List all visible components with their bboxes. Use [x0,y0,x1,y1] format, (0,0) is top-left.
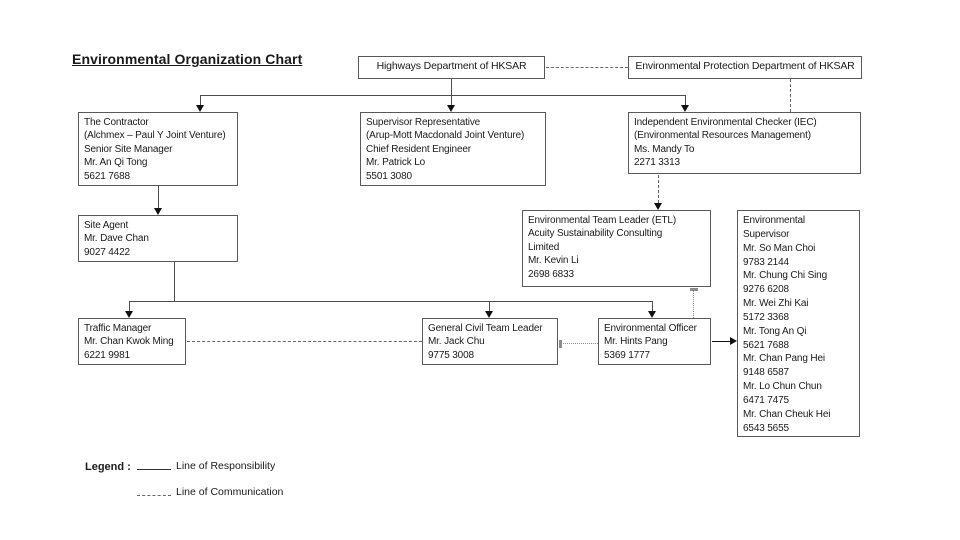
legend-communication-text: Line of Communication [176,486,284,498]
box-text-line: Environmental Protection Department of H… [635,60,855,72]
org-box-environmental-protection-department: Environmental Protection Department of H… [628,56,862,79]
connector-to-traffic-manager-line [129,301,130,311]
box-text-line: 2698 6833 [528,268,574,280]
box-text-line: 9775 3008 [428,349,474,361]
arrowhead-to-contractor [196,105,204,112]
arrowhead-to-env-supervisor [730,337,737,345]
box-text-line: Limited [528,241,560,253]
box-text-line: Mr. Chung Chi Sing [743,270,828,282]
box-text-line: Mr. Kevin Li [528,255,579,267]
box-text-line: Ms. Mandy To [634,143,695,155]
connector-to-environmental-officer-line [652,301,653,311]
arrowhead-to-environmental-officer [648,311,656,318]
legend-dashed-line-sample [137,495,171,496]
connector-to-contractor-line [200,95,201,106]
box-text-line: Environmental Officer [604,323,697,334]
box-text-line: 5369 1777 [604,349,650,361]
legend-responsibility-text: Line of Responsibility [176,460,276,472]
box-text-line: Mr. Chan Cheuk Hei [743,408,831,420]
connector-to-supervisor-rep-line [451,95,452,106]
connector-eo-to-env-supervisor-line [712,341,731,342]
box-text-line: General Civil Team Leader [428,323,543,334]
connector-highways-down-line [451,79,452,95]
arrowhead-to-iec [681,105,689,112]
box-text-line: Mr. So Man Choi [743,242,816,254]
box-text-line: Mr. Jack Chu [428,336,485,348]
org-box-contractor: The Contractor (Alchmex – Paul Y Joint Ve… [78,112,238,186]
box-text-line: Mr. Dave Chan [84,233,149,245]
box-text-line: 9027 4422 [84,246,130,258]
box-text-line: 6221 9981 [84,349,130,361]
box-text-line: 9783 2144 [743,256,789,268]
box-text-line: Mr. Hints Pang [604,336,668,348]
box-text-line: 5621 7688 [743,339,789,351]
page-title: Environmental Organization Chart [72,51,303,67]
org-box-highways-department: Highways Department of HKSAR [358,56,545,79]
org-box-independent-environmental-checker: Independent Environmental Checker (IEC) (… [628,112,861,174]
connector-to-iec-line [685,95,686,106]
box-text-line: Mr. Patrick Lo [366,157,426,169]
box-text-line: Chief Resident Engineer [366,143,471,155]
arrowhead-to-etl [654,203,662,210]
connector-contractor-to-site-agent-line [158,186,159,208]
box-text-line: Mr. Wei Zhi Kai [743,298,809,310]
box-text-line: 2271 3313 [634,157,680,169]
box-text-line: Mr. Chan Kwok Ming [84,336,174,348]
box-text-line: (Environmental Resources Management) [634,130,811,142]
connector-traffic-to-general-civil-dashed-line [187,341,422,342]
box-text-line: Supervisor [743,228,790,240]
connector-site-agent-down-line [174,262,175,301]
legend-label: Legend : [85,461,131,473]
connector-highways-epd-dashed-line [546,67,628,68]
org-box-supervisor-representative: Supervisor Representative (Arup-Mott Macd… [360,112,546,186]
arrowhead-to-supervisor-rep [447,105,455,112]
box-text-line: 6471 7475 [743,394,789,406]
connector-general-civil-to-eo-dotted-line [559,343,598,344]
box-text-line: 9276 6208 [743,284,789,296]
box-text-line: 9148 6587 [743,367,789,379]
box-text-line: Environmental Team Leader (ETL) [528,215,677,226]
box-text-line: Traffic Manager [84,323,152,334]
box-text-line: Independent Environmental Checker (IEC) [634,117,817,128]
box-text-line: (Arup-Mott Macdonald Joint Venture) [366,130,525,142]
box-text-line: 5621 7688 [84,170,130,182]
connector-etl-to-eo-dotted-line [693,288,694,318]
box-text-line: Supervisor Representative [366,117,481,128]
org-box-environmental-team-leader: Environmental Team Leader (ETL) Acuity Su… [522,210,711,287]
box-text-line: Mr. Chan Pang Hei [743,353,825,365]
connector-iec-to-etl-dashed-line [658,175,659,203]
box-text-line: 5172 3368 [743,311,789,323]
box-text-line: Senior Site Manager [84,143,173,155]
connector-distribution-line-top [200,95,685,96]
box-text-line: The Contractor [84,117,149,128]
box-text-line: (Alchmex – Paul Y Joint Venture) [84,130,226,142]
box-text-line: Site Agent [84,220,129,231]
box-text-line: Mr. Lo Chun Chun [743,381,822,393]
legend-solid-line-sample [137,469,171,470]
connector-distribution-line-bottom [129,301,652,302]
connector-epd-to-iec-dashed-line [790,79,791,112]
box-text-line: Mr. Tong An Qi [743,325,807,337]
box-text-line: Mr. An Qi Tong [84,157,148,169]
connector-to-general-civil-line [489,301,490,311]
box-text-line: Highways Department of HKSAR [376,60,527,72]
arrowhead-to-general-civil [485,311,493,318]
arrowhead-to-site-agent [154,208,162,215]
box-text-line: Environmental [743,215,805,226]
box-text-line: 6543 5655 [743,422,789,434]
box-text-line: Acuity Sustainability Consulting [528,228,663,240]
arrowhead-to-traffic-manager [125,311,133,318]
box-text-line: 5501 3080 [366,170,412,182]
